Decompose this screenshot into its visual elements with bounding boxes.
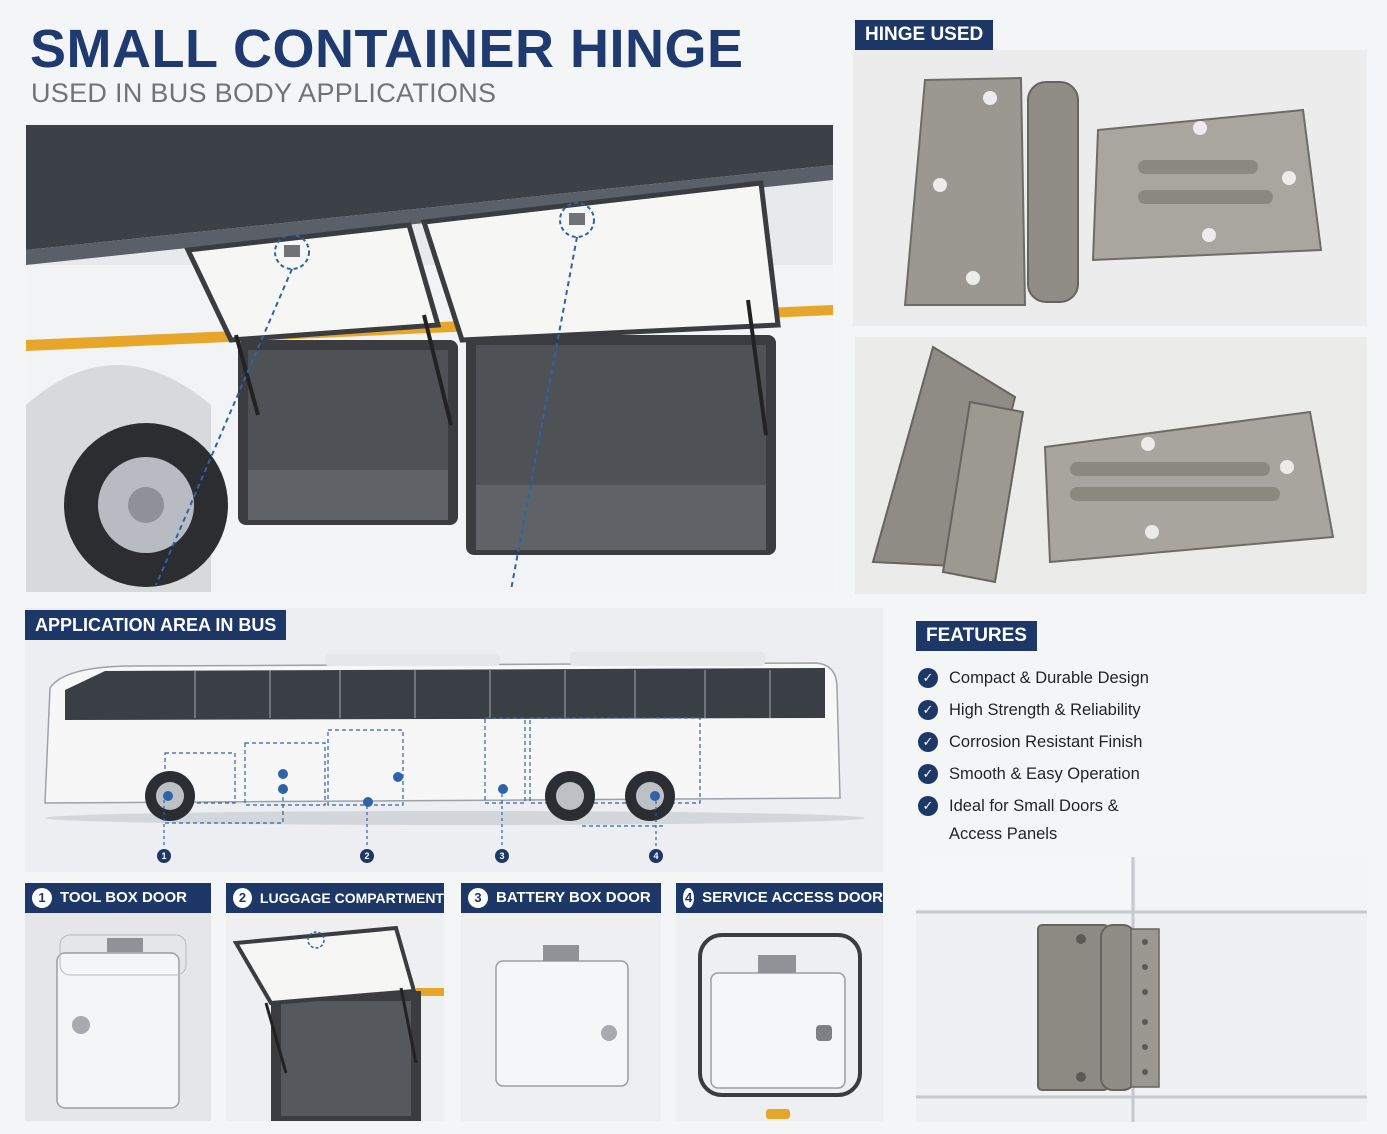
page-title: SMALL CONTAINER HINGE — [30, 19, 744, 79]
feature-item: ✓Ideal for Small Doors &Access Panels — [916, 792, 1356, 848]
page-subtitle: USED IN BUS BODY APPLICATIONS — [31, 78, 497, 108]
panel-number: 2 — [233, 888, 252, 908]
callout-2: 2 — [360, 849, 374, 863]
check-circle-icon: ✓ — [918, 796, 938, 816]
callout-3: 3 — [495, 849, 509, 863]
bus-compartment-photo — [26, 125, 833, 592]
panel-number: 4 — [683, 888, 695, 908]
feature-item: ✓High Strength & Reliability — [916, 696, 1356, 724]
features-list: ✓Compact & Durable Design ✓High Strength… — [916, 664, 1356, 848]
panel-number: 3 — [468, 888, 488, 908]
mounted-hinge-photo — [916, 857, 1367, 1122]
panel-label: LUGGAGE COMPARTMENT — [259, 890, 444, 906]
callout-4: 4 — [649, 849, 663, 863]
application-area-diagram: 1 2 3 4 — [25, 608, 883, 872]
feature-item: ✓Smooth & Easy Operation — [916, 760, 1356, 788]
callout-1: 1 — [157, 849, 171, 863]
hinge-used-heading: HINGE USED — [855, 20, 994, 50]
panel-battery-box-door: 3 BATTERY BOX DOOR — [461, 883, 661, 1121]
check-circle-icon: ✓ — [918, 764, 938, 784]
check-circle-icon: ✓ — [918, 732, 938, 752]
application-area-heading: APPLICATION AREA IN BUS — [25, 610, 287, 640]
panel-luggage-compartment: 2 LUGGAGE COMPARTMENT — [226, 883, 444, 1121]
panel-label: TOOL BOX DOOR — [60, 889, 187, 906]
panel-label: SERVICE ACCESS DOOR — [702, 889, 883, 906]
panel-number: 1 — [32, 888, 52, 908]
panel-tool-box-door: 1 TOOL BOX DOOR — [25, 883, 211, 1121]
panel-label: BATTERY BOX DOOR — [496, 889, 651, 906]
feature-item: ✓Corrosion Resistant Finish — [916, 728, 1356, 756]
panel-service-access-door: 4 SERVICE ACCESS DOOR — [676, 883, 883, 1121]
hinge-photo-open — [853, 50, 1367, 326]
feature-item: ✓Compact & Durable Design — [916, 664, 1356, 692]
features-heading: FEATURES — [916, 621, 1037, 651]
check-circle-icon: ✓ — [918, 700, 938, 720]
hinge-photo-angled — [855, 337, 1367, 594]
check-circle-icon: ✓ — [918, 668, 938, 688]
